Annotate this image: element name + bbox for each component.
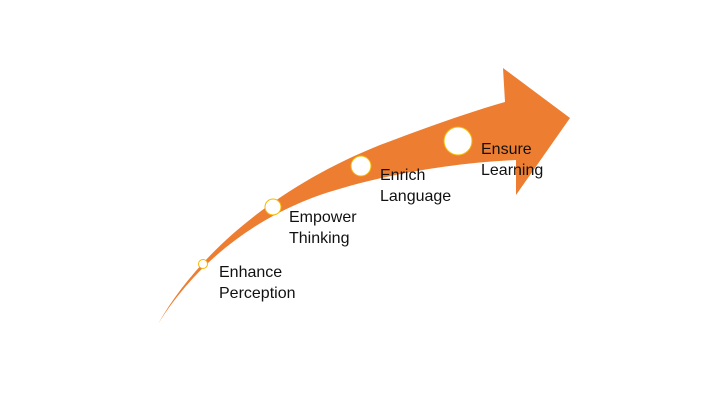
step-node-2 (264, 198, 282, 216)
step-node-4 (443, 126, 473, 156)
step-label-line: Thinking (289, 230, 350, 247)
step-label-line: Language (380, 188, 452, 205)
step-node-3 (350, 155, 372, 177)
step-label-line: Enhance (219, 264, 283, 281)
step-label-3: Enrich Language (380, 165, 451, 207)
step-label-line: Ensure (481, 141, 532, 158)
step-label-line: Learning (481, 162, 544, 179)
step-label-2: Empower Thinking (289, 207, 357, 249)
step-label-1: Enhance Perception (219, 262, 296, 304)
step-node-1 (198, 259, 208, 269)
step-label-line: Enrich (380, 167, 426, 184)
step-label-line: Perception (219, 285, 296, 302)
step-label-line: Empower (289, 209, 357, 226)
step-label-4: Ensure Learning (481, 139, 543, 181)
